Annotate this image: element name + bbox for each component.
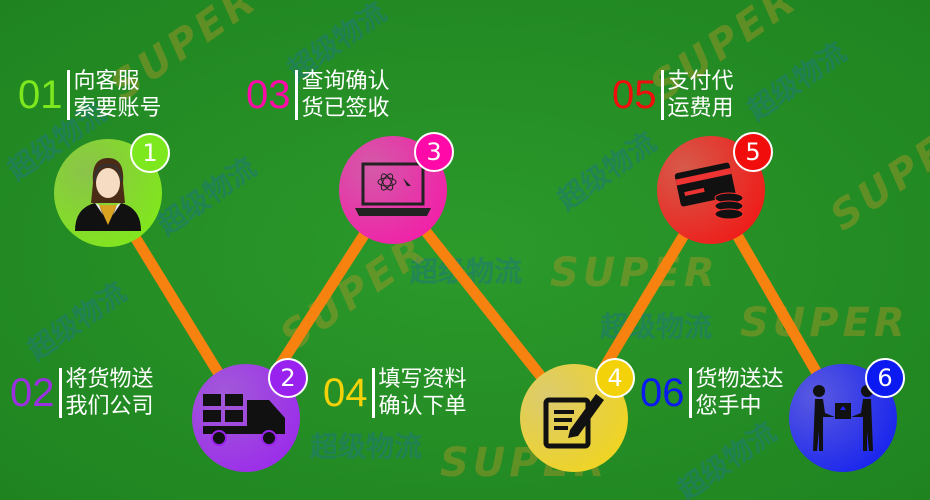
step-3-badge: 3 — [414, 132, 454, 172]
step-1-badge: 1 — [130, 133, 170, 173]
step-4-badge: 4 — [595, 358, 635, 398]
step-number: 04 — [323, 371, 368, 415]
step-6-badge: 6 — [865, 358, 905, 398]
step-number: 05 — [612, 73, 657, 117]
step-text-line: 索要账号 — [73, 96, 162, 121]
handover-package-icon — [813, 385, 873, 451]
step-text-line: 运费用 — [667, 96, 734, 121]
step-1-label: 01 向客服索要账号 — [18, 68, 162, 122]
card-coins-icon — [674, 162, 744, 220]
step-2-label: 02 将货物送我们公司 — [10, 366, 154, 420]
step-text-line: 查询确认 — [301, 69, 390, 94]
step-text-line: 您手中 — [695, 394, 762, 419]
step-text-line: 将货物送 — [65, 367, 154, 392]
form-pen-icon — [543, 394, 604, 449]
laptop-icon — [355, 162, 431, 216]
step-number: 02 — [10, 371, 55, 415]
step-text-line: 向客服 — [73, 69, 140, 94]
step-text-line: 支付代 — [667, 69, 734, 94]
watermark: 超级物流 — [310, 430, 423, 463]
step-2-circle — [192, 364, 300, 472]
truck-icon — [203, 394, 285, 446]
step-number: 06 — [640, 371, 685, 415]
step-6-label: 06 货物送达您手中 — [640, 366, 784, 420]
step-number: 03 — [246, 73, 291, 117]
step-text-line: 填写资料 — [378, 367, 467, 392]
step-text-line: 货物送达 — [695, 367, 784, 392]
step-3-label: 03 查询确认货已签收 — [246, 68, 390, 122]
watermark: SUPER — [550, 250, 719, 296]
step-text-line: 我们公司 — [65, 394, 154, 419]
watermark: SUPER — [740, 300, 909, 346]
step-text-line: 货已签收 — [301, 96, 390, 121]
step-number: 01 — [18, 73, 63, 117]
step-text-line: 确认下单 — [378, 394, 467, 419]
customer-service-icon — [75, 158, 141, 231]
step-5-label: 05 支付代运费用 — [612, 68, 734, 122]
step-4-label: 04 填写资料确认下单 — [323, 366, 467, 420]
step-5-badge: 5 — [733, 132, 773, 172]
step-2-badge: 2 — [268, 358, 308, 398]
